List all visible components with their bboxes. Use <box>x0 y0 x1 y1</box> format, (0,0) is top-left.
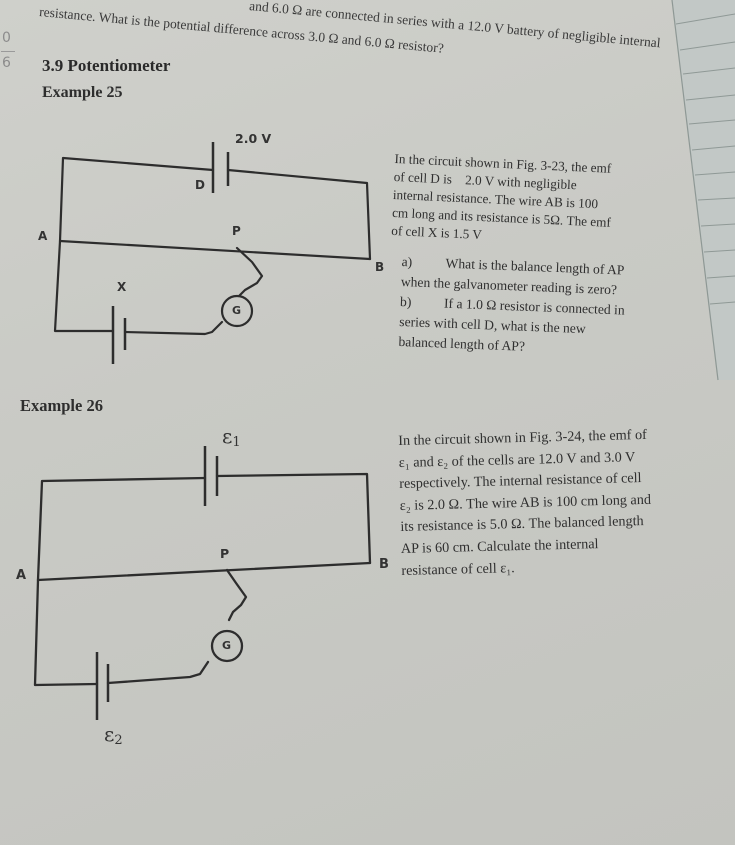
galvanometer-label: G <box>222 639 232 652</box>
cell-e2-label: ε2 <box>104 722 123 748</box>
example-26-title: Example 26 <box>20 396 103 415</box>
cell-e1-symbol: ε <box>222 424 233 448</box>
node-b-label: B <box>375 260 385 274</box>
node-p-label: P <box>232 224 241 238</box>
galvanometer-label: G <box>232 304 242 317</box>
node-b-label: B <box>379 557 389 572</box>
section-title: 3.9 Potentiometer <box>42 56 171 75</box>
cell-e1-subscript: 1 <box>232 435 241 450</box>
cell-x-label: X <box>117 280 127 294</box>
node-p-label: P <box>220 546 230 561</box>
cell-e1-label: ε1 <box>222 424 241 450</box>
cell-e2-subscript: 2 <box>114 733 123 748</box>
example-26-description: In the circuit shown in Fig. 3-24, the e… <box>398 425 653 582</box>
battery-d-label: D <box>195 178 205 192</box>
node-a-label: A <box>16 568 27 583</box>
margin-note-divider <box>1 51 15 52</box>
example-25-title: Example 25 <box>42 84 123 101</box>
margin-note-top: 0 <box>2 30 11 46</box>
node-a-label: A <box>38 229 48 243</box>
cell-e2-symbol: ε <box>104 722 115 746</box>
battery-d-emf-label: 2.0 V <box>235 131 272 146</box>
margin-note-bottom: 6 <box>2 55 11 71</box>
